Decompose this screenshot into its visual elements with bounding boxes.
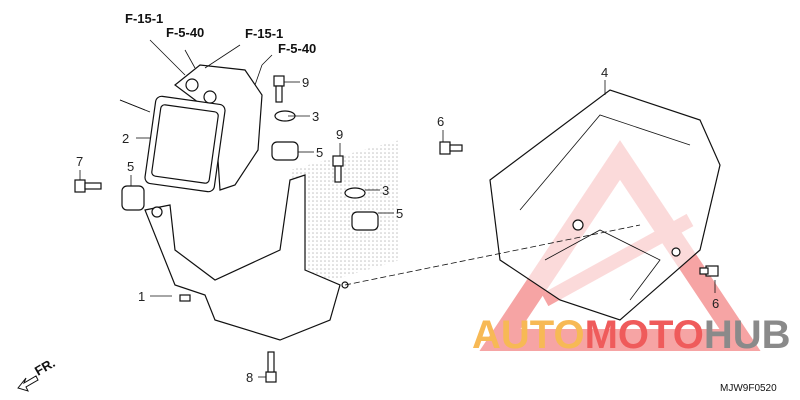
callout-7: 7 [76,154,83,169]
callout-3: 3 [382,183,389,198]
front-label: FR. [32,355,58,378]
shading [290,140,400,290]
reference-label: F-5-40 [166,25,204,40]
leader-lines [79,39,716,378]
diagram-code: MJW9F0520 [720,383,777,394]
front-direction-marker: FR. [17,355,58,392]
callout-5: 5 [127,159,134,174]
callout-9: 9 [336,127,343,142]
callout-5: 5 [316,145,323,160]
callout-1: 1 [138,289,145,304]
reference-label: F-15-1 [245,26,283,41]
callout-3: 3 [312,109,319,124]
callout-8: 8 [246,370,253,385]
reference-label: F-5-40 [278,41,316,56]
callout-4: 4 [601,65,608,80]
callout-6: 6 [437,114,444,129]
abs-modulator [144,64,263,193]
callout-6: 6 [712,296,719,311]
callout-2: 2 [122,131,129,146]
callout-9: 9 [302,75,309,90]
watermark-text: AUTOMOTOHUB [472,313,791,357]
callout-5: 5 [396,206,403,221]
bracket [144,174,349,341]
cover [489,89,721,321]
reference-label: F-15-1 [125,11,163,26]
fasteners [74,75,719,383]
